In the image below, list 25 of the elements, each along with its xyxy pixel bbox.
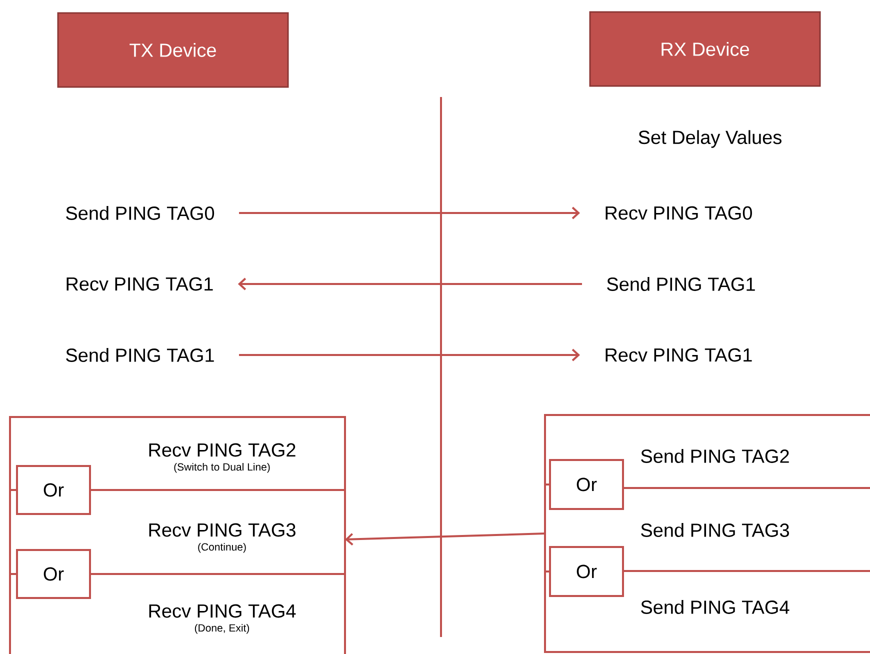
step-text: Recv PING TAG0 [606, 206, 752, 220]
step-text: Send PING TAG1 [607, 277, 755, 291]
arrow [238, 278, 582, 290]
or-box: Or [545, 459, 624, 510]
step-text: Recv PING TAG2 (Switch to Dual Line) [149, 443, 296, 473]
device-box: TX Device [57, 12, 289, 88]
step-text: Send PING TAG3 [641, 523, 789, 537]
step-text: Recv PING TAG3 (Continue) [149, 523, 296, 553]
step-text: Send PING TAG1 [66, 348, 214, 362]
or-box: Or [545, 546, 624, 597]
arrow [239, 348, 580, 362]
step-text: Recv PING TAG1 [606, 348, 752, 362]
step-text: Send PING TAG4 [641, 600, 790, 614]
step-text: Recv PING TAG4 (Done, Exit) [149, 604, 296, 634]
arrow [345, 532, 546, 546]
step-text: Set Delay Values [638, 130, 782, 148]
step-text: Send PING TAG2 [641, 449, 789, 463]
arrow [239, 206, 580, 220]
step-text: Recv PING TAG1 [66, 277, 213, 291]
frame-border [9, 416, 346, 654]
or-box: Or [10, 549, 91, 599]
device-box: RX Device [589, 11, 821, 87]
step-text: Send PING TAG0 [66, 206, 214, 220]
frame-border [544, 414, 870, 653]
or-box: Or [10, 465, 91, 515]
